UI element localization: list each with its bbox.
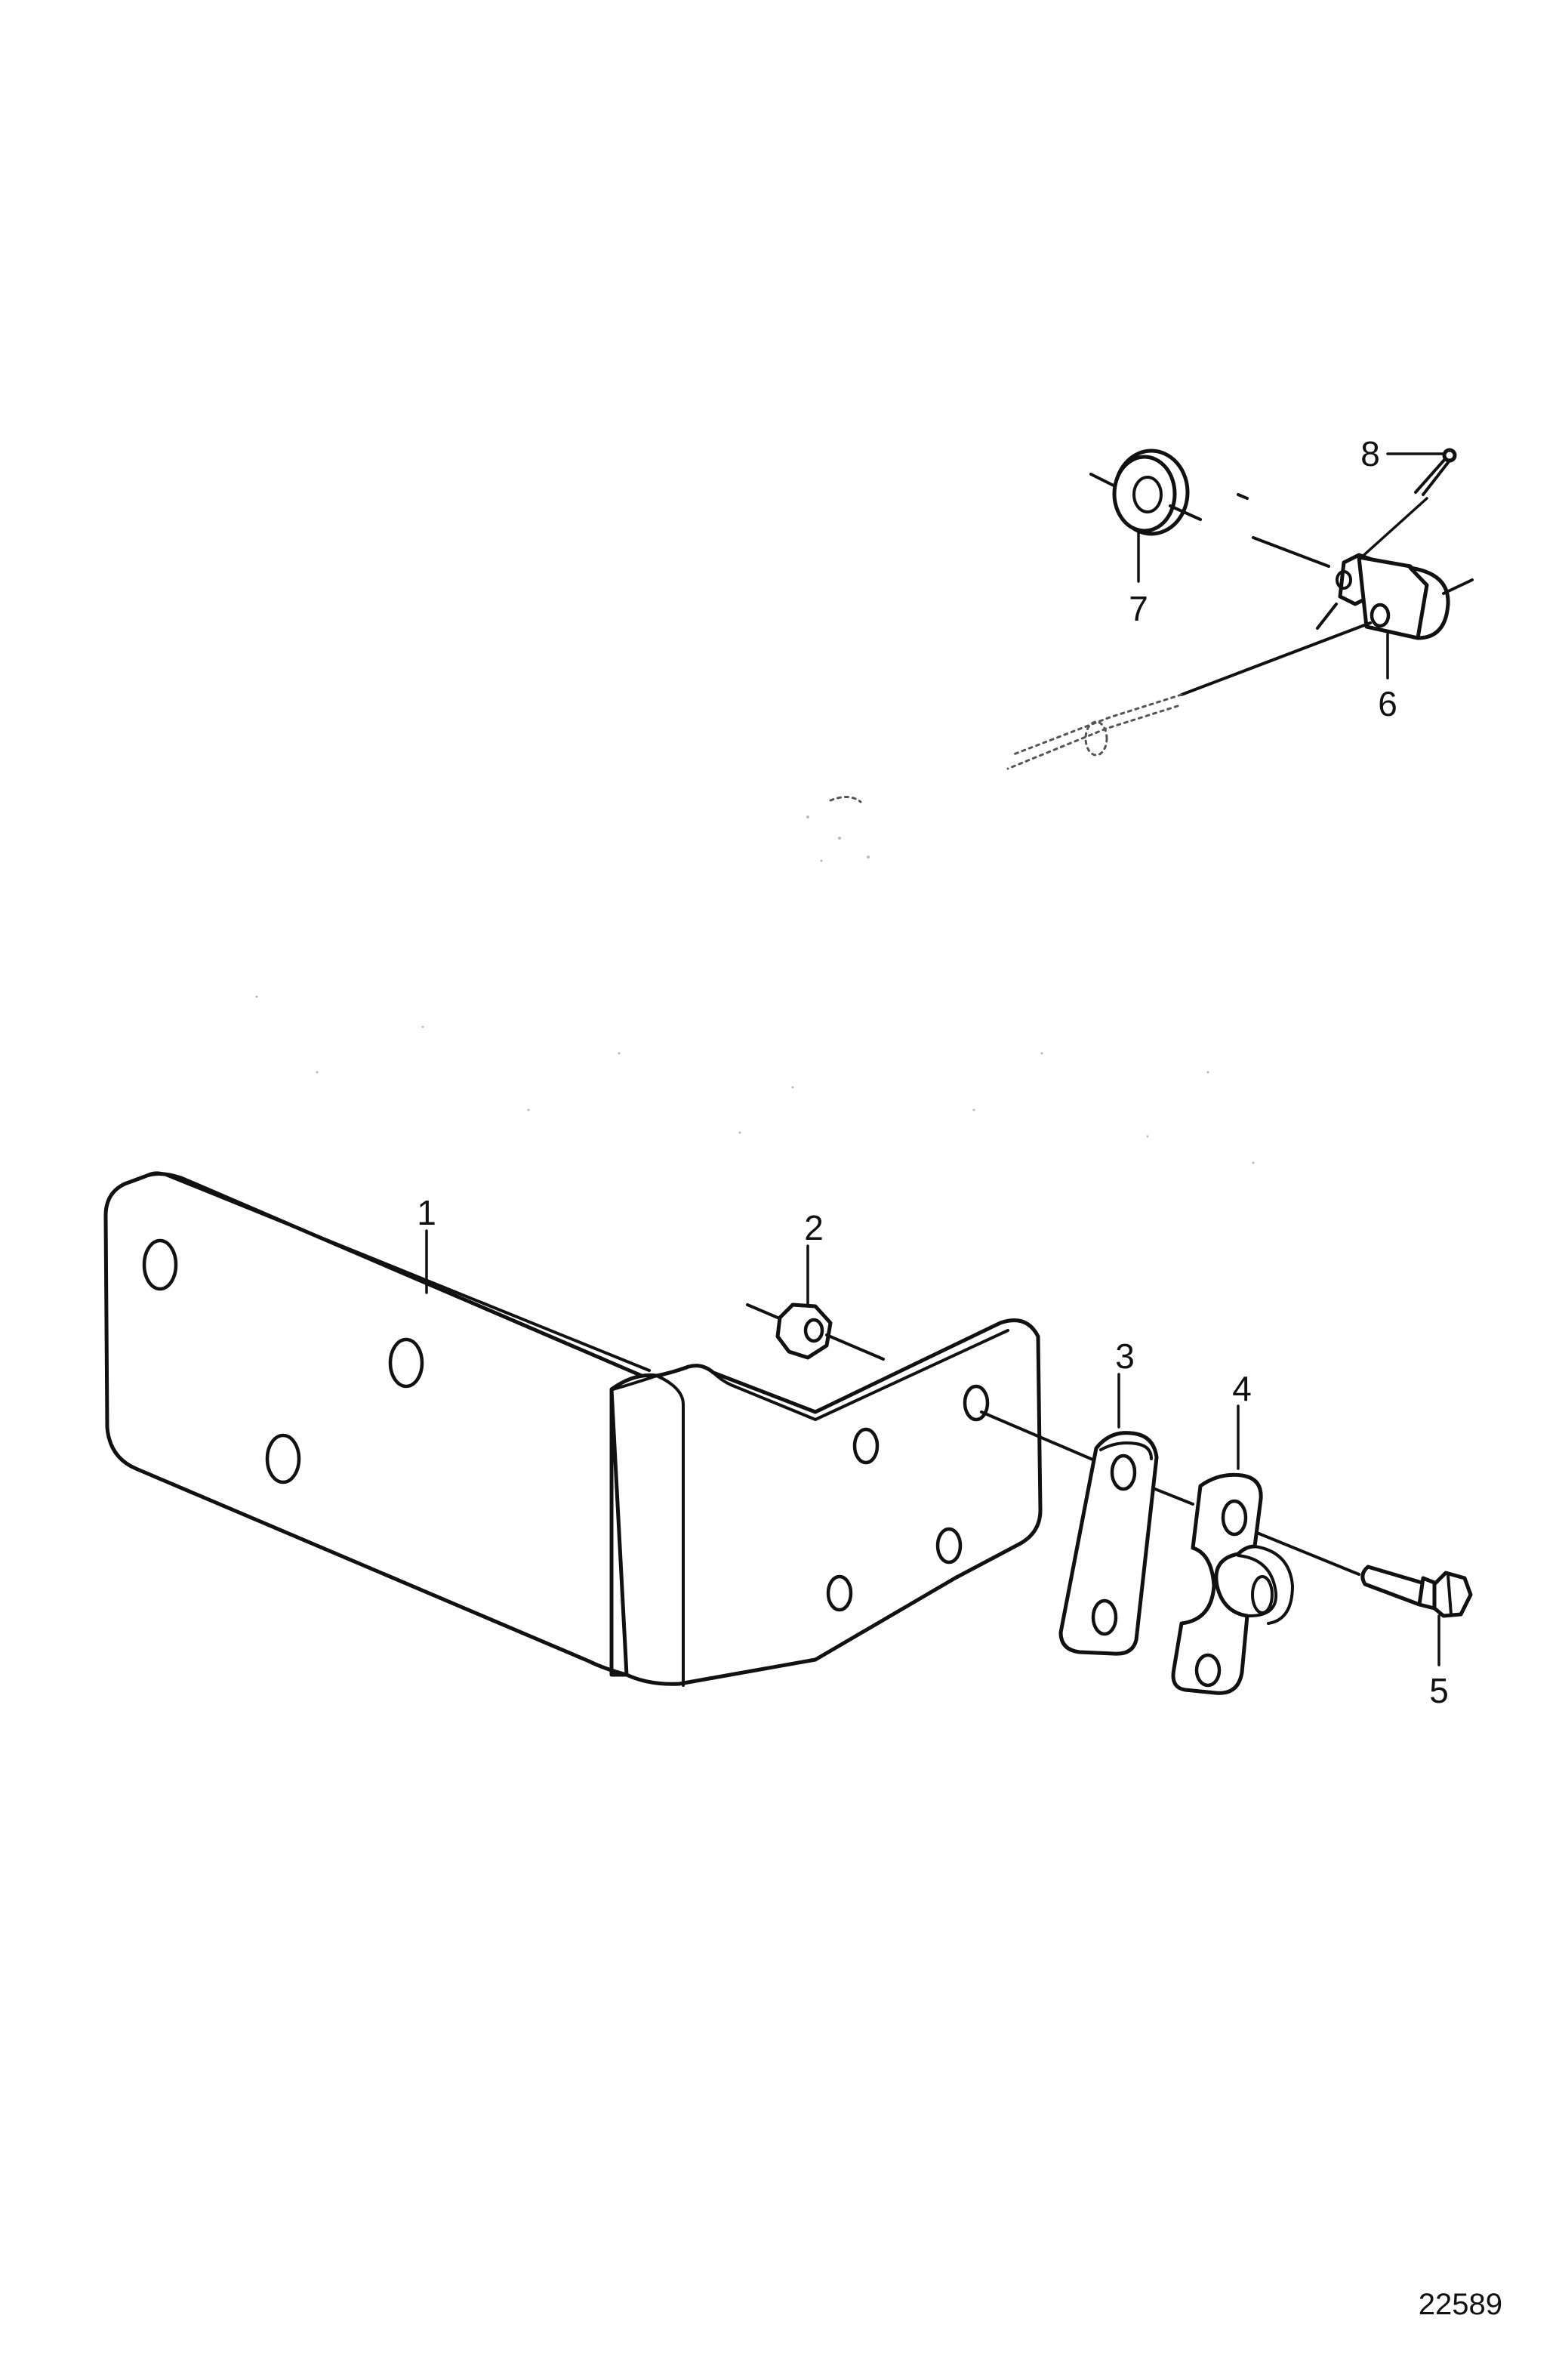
hex-nut-part xyxy=(746,1244,885,1361)
hex-bolt-part xyxy=(1360,1565,1473,1666)
callout-4: 4 xyxy=(1232,1369,1252,1408)
callout-labels: 1 2 3 4 5 6 7 8 xyxy=(417,434,1449,1710)
callout-5: 5 xyxy=(1429,1671,1449,1710)
cable-clamp-part xyxy=(1171,1404,1294,1695)
clevis-part xyxy=(1252,536,1474,680)
callout-7: 7 xyxy=(1129,589,1148,628)
clamp-plate-part xyxy=(1058,1373,1159,1656)
assembly-axis-line xyxy=(980,1410,1360,1576)
mounting-bracket-part xyxy=(103,1171,1043,1687)
callout-3: 3 xyxy=(1115,1336,1135,1376)
callout-1: 1 xyxy=(417,1193,436,1232)
callout-8: 8 xyxy=(1360,434,1380,473)
washer-part xyxy=(1089,449,1249,583)
control-cable xyxy=(829,621,1372,803)
reference-number: 22589 xyxy=(1419,2288,1502,2321)
background-specks xyxy=(255,815,1255,1164)
callout-6: 6 xyxy=(1378,684,1397,723)
callout-2: 2 xyxy=(804,1208,824,1247)
